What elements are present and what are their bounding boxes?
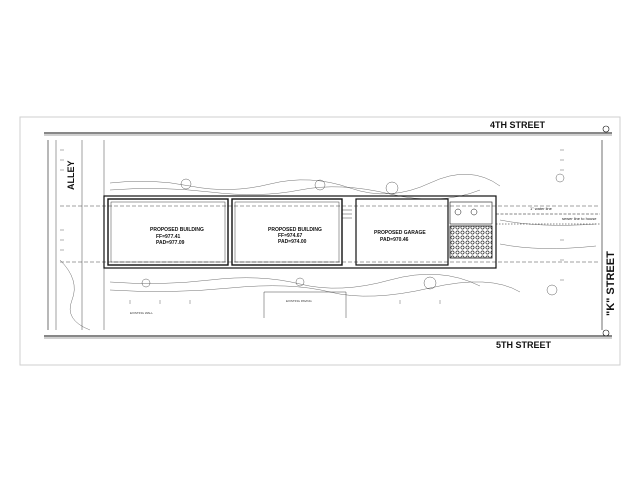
building-2: [231, 198, 352, 266]
top-street-linework: [44, 125, 612, 136]
meter-icon: [454, 208, 462, 216]
building-1-pad: PAD=977.09: [156, 240, 185, 246]
garage-pad: PAD=970.46: [380, 237, 409, 243]
right-street-label: "K" STREET: [605, 251, 617, 316]
garage: [355, 198, 449, 266]
paved-pad-hatch: [449, 225, 493, 259]
building-1-title: PROPOSED BUILDING: [150, 227, 204, 233]
utility-box: [449, 201, 493, 225]
survey-spot-markers: [60, 149, 564, 304]
building-1: [107, 198, 229, 266]
bottom-street-label: 5TH STREET: [496, 340, 552, 350]
building-1-ff: FF=977.41: [156, 234, 181, 240]
bottom-street-linework: [44, 329, 612, 339]
water-line-note: 1" water line: [530, 206, 553, 211]
building-2-title: PROPOSED BUILDING: [268, 227, 322, 233]
top-street-label: 4TH STREET: [490, 120, 546, 130]
sewer-line-note: sewer line to house: [562, 216, 597, 221]
left-alley-label: ALLEY: [66, 160, 76, 190]
sheet-border: [19, 116, 621, 366]
existing-paving-outline: [263, 291, 347, 318]
paving-note: EXISTING PAVING: [286, 299, 312, 303]
garage-title: PROPOSED GARAGE: [374, 230, 426, 236]
tree-symbols: [141, 173, 565, 296]
building-2-pad: PAD=974.00: [278, 239, 307, 245]
contour-linework: [59, 174, 597, 331]
valve-icon: [470, 208, 478, 216]
building-2-ff: FF=974.67: [278, 233, 303, 239]
wall-note: EXISTING WALL: [130, 311, 153, 315]
